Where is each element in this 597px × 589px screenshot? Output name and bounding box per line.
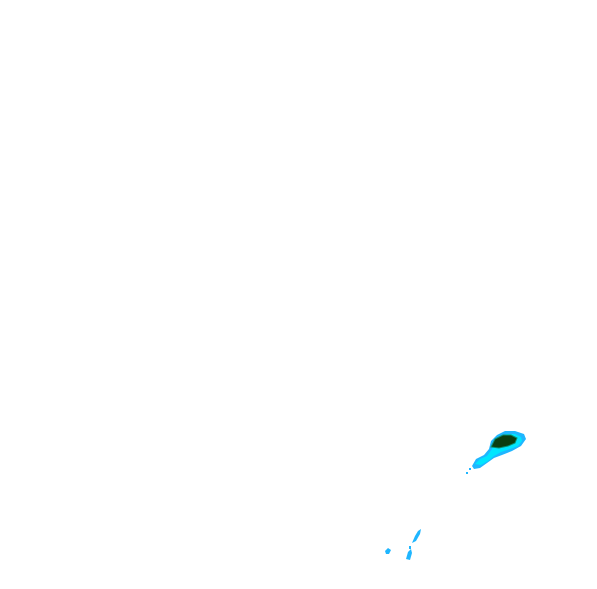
echo-speck	[469, 468, 471, 470]
main-echo-cell-inner-core	[490, 434, 518, 449]
echo-fragment-west	[385, 548, 391, 554]
echo-fragment-south	[406, 549, 412, 560]
echo-speck	[466, 472, 468, 474]
echo-fragment-tail	[412, 529, 421, 543]
echo-speck	[409, 546, 411, 549]
